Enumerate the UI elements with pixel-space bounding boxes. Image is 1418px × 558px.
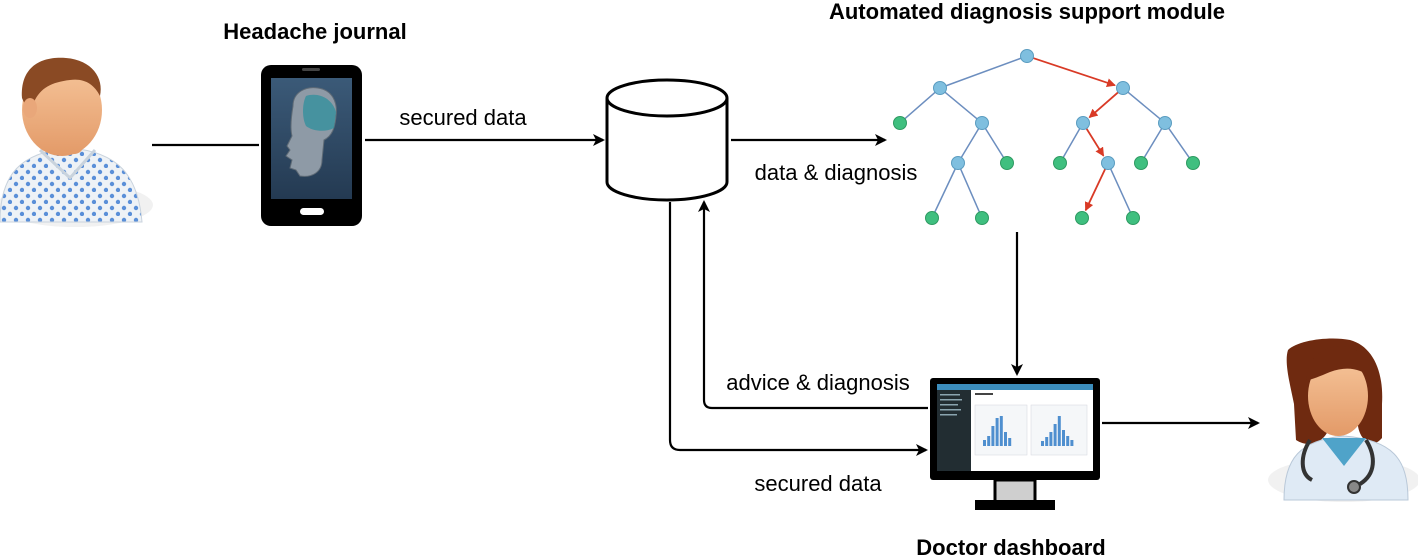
tree-decision-node [1158,116,1172,130]
tree-edge [944,91,978,120]
arrow-db-to-dashboard [668,202,928,456]
tree-leaf-node [925,211,939,225]
tree-leaf-node [1186,156,1200,170]
database-icon [605,78,729,202]
label-data-diagnosis: data & diagnosis [755,160,918,185]
tree-edge [959,168,981,213]
tree-leaf-node [1053,156,1067,170]
label-secured-data-bottom: secured data [754,471,882,496]
tree-leaf-node [1075,211,1089,225]
mini-bar [1070,440,1074,446]
tree-highlight-edge [1032,57,1116,88]
mini-bar [987,436,991,446]
tree-edge [1127,91,1161,120]
tree-decision-node [1020,49,1034,63]
tree-decision-node [1101,156,1115,170]
head-render-icon [285,87,337,177]
doctor-avatar-icon [1268,338,1418,502]
patient-avatar-icon [0,57,153,227]
tree-leaf-node [1000,156,1014,170]
tree-edge [1062,128,1081,158]
mini-bar [991,426,995,446]
label-secured-data-top: secured data [399,105,527,130]
tree-highlight-edge [1088,91,1119,119]
dashboard-title: Doctor dashboard [916,535,1105,558]
mini-bar [1004,432,1007,446]
tree-edge [934,168,956,213]
tree-leaf-node [1134,156,1148,170]
label-advice-diagnosis: advice & diagnosis [726,370,909,395]
tree-edge [1110,168,1131,213]
monitor-icon [930,378,1100,510]
mini-bar [995,418,999,446]
mini-bar [1053,424,1057,446]
tree-highlight-edge [1085,128,1105,157]
arrow-dashboard-to-db [698,200,928,410]
mini-bar [1057,416,1061,446]
mini-bar [1008,438,1012,446]
mini-bar [1049,432,1053,446]
tree-leaf-node [893,116,907,130]
headache-journal-title: Headache journal [223,19,406,44]
tree-edge [960,128,980,158]
tree-edge [1143,128,1163,158]
mini-bar [1066,436,1070,446]
tree-edge [945,57,1022,87]
tree-decision-node [1076,116,1090,130]
mini-bar [1062,430,1065,446]
tree-leaf-node [1126,211,1140,225]
tree-edge [1168,127,1190,159]
tree-decision-node [933,81,947,95]
mini-bar [1041,441,1044,446]
smartphone-icon [261,65,362,226]
tree-edge [904,91,936,120]
tree-highlight-edge [1084,168,1107,212]
module-title: Automated diagnosis support module [829,0,1225,24]
tree-edge [984,128,1005,158]
decision-tree-icon [893,49,1200,225]
tree-decision-node [1116,81,1130,95]
mini-bar [999,416,1003,446]
mini-bar [983,440,986,446]
tree-decision-node [951,156,965,170]
mini-bar [1045,437,1049,446]
tree-leaf-node [975,211,989,225]
connector-arrows [152,134,1260,456]
tree-decision-node [975,116,989,130]
